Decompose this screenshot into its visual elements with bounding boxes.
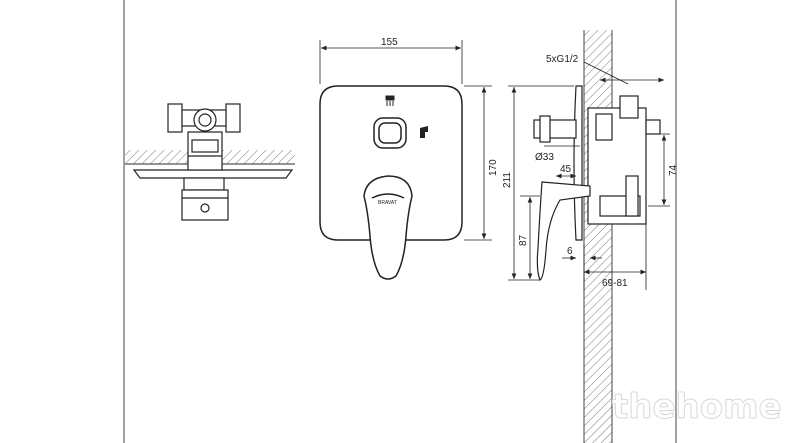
dim-label-87: 87 [518,234,529,246]
dim-label-5xG1-2: 5xG1/2 [546,54,579,65]
dim-label-6: 6 [567,246,573,257]
dim-label-211: 211 [502,172,513,188]
dim-label-diameter-33: Ø33 [535,152,554,163]
dimension-plate-width [319,40,463,84]
dim-label-45: 45 [560,164,572,175]
watermark-logo: thehome [612,387,782,427]
dim-label-69-81: 69-81 [602,278,628,289]
side-view [533,85,661,281]
dimension-plate-height [464,85,492,241]
dim-label-170: 170 [488,159,499,176]
dim-label-74: 74 [668,164,679,176]
wall-section [584,30,612,443]
dimension-lines-side [508,61,670,290]
svg-text:BRAVAT: BRAVAT [378,200,397,206]
section-view [125,103,295,221]
front-view: BRAVAT [319,85,463,280]
dim-label-155: 155 [381,37,398,48]
